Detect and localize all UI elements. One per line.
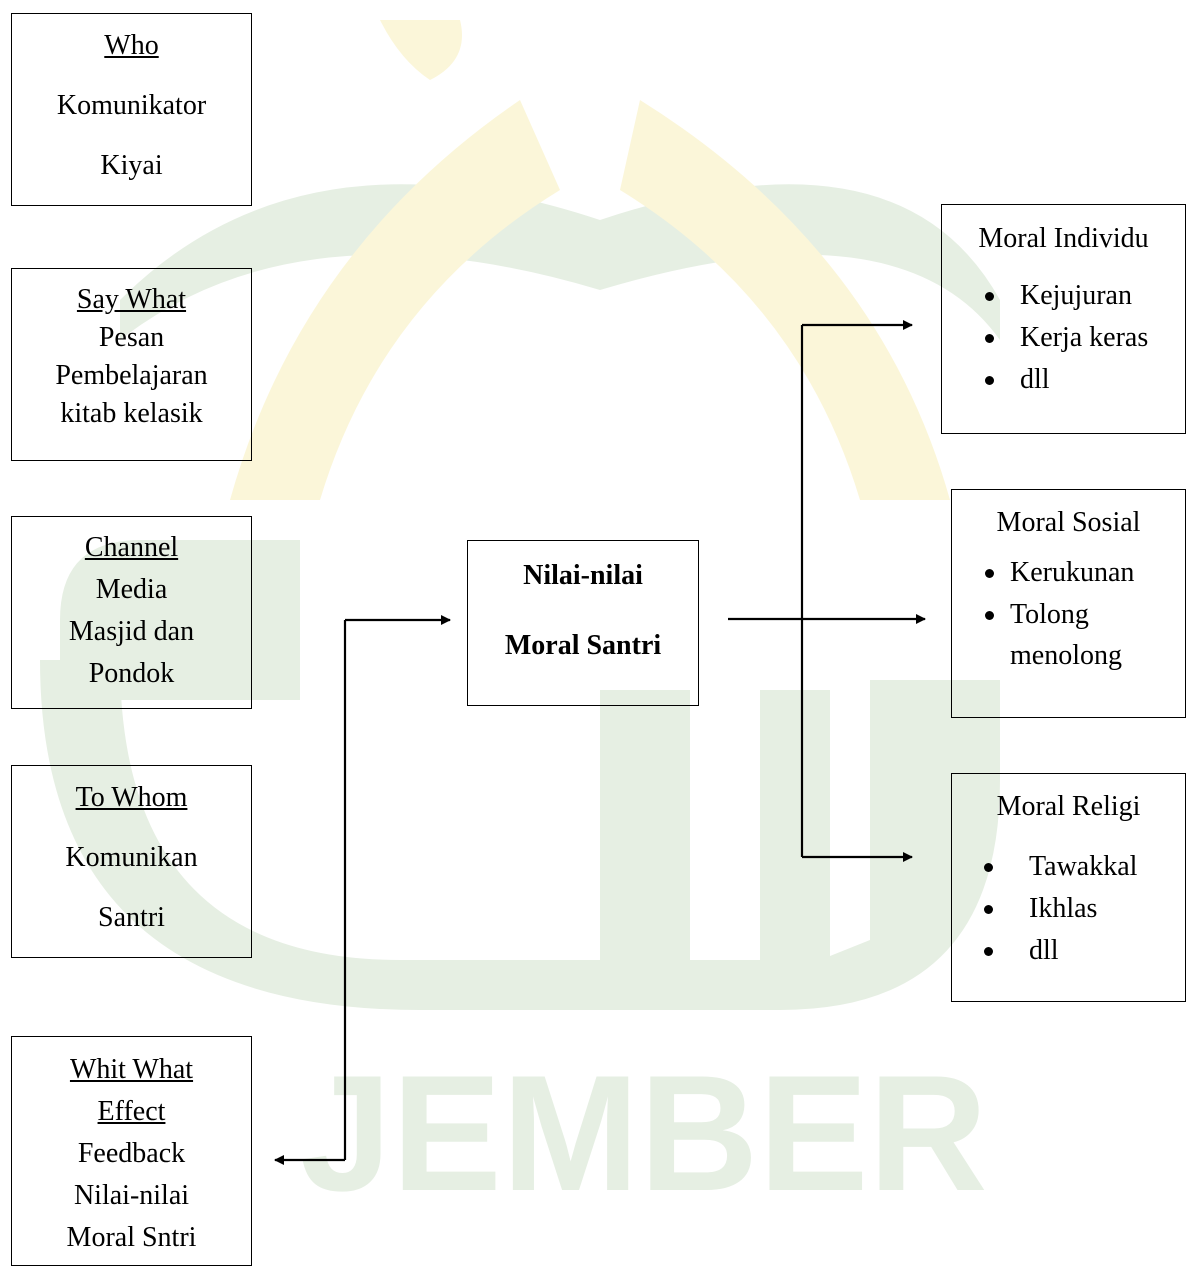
to-whom-box: To Whom Komunikan Santri <box>11 765 252 958</box>
say-what-line-3: kitab kelasik <box>60 398 203 429</box>
religi-item-1: Tawakkal <box>952 846 1185 888</box>
center-line-2: Moral Santri <box>504 630 662 661</box>
moral-sosial-list: Kerukunan Tolong menolong <box>952 552 1185 676</box>
moral-religi-title: Moral Religi <box>996 791 1141 822</box>
effect-heading-1: Whit What <box>69 1054 194 1085</box>
individu-item-3: dll <box>942 359 1185 401</box>
channel-line-3: Pondok <box>88 658 175 689</box>
to-whom-line-1: Komunikan <box>65 842 198 873</box>
effect-line-1: Feedback <box>77 1138 186 1169</box>
moral-religi-box: Moral Religi Tawakkal Ikhlas dll <box>951 773 1186 1002</box>
who-line-1: Komunikator <box>56 90 207 121</box>
center-box: Nilai-nilai Moral Santri <box>467 540 699 706</box>
moral-individu-title: Moral Individu <box>978 223 1149 254</box>
channel-line-1: Media <box>95 574 168 605</box>
individu-item-2: Kerja keras <box>942 317 1185 359</box>
to-whom-line-2: Santri <box>98 902 165 933</box>
sosial-item-3: menolong <box>1010 640 1122 671</box>
channel-heading: Channel <box>84 532 179 563</box>
channel-line-2: Masjid dan <box>68 616 195 647</box>
moral-individu-list: Kejujuran Kerja keras dll <box>942 275 1185 401</box>
say-what-line-1: Pesan <box>98 322 165 353</box>
moral-sosial-title: Moral Sosial <box>996 507 1141 538</box>
say-what-heading: Say What <box>76 284 187 315</box>
effect-line-3: Moral Sntri <box>66 1222 197 1253</box>
to-whom-heading: To Whom <box>75 782 188 813</box>
moral-individu-box: Moral Individu Kejujuran Kerja keras dll <box>941 204 1186 434</box>
effect-line-2: Nilai-nilai <box>73 1180 190 1211</box>
religi-item-2: Ikhlas <box>952 888 1185 930</box>
moral-sosial-box: Moral Sosial Kerukunan Tolong menolong <box>951 489 1186 718</box>
sosial-item-1: Kerukunan <box>952 552 1185 594</box>
who-line-2: Kiyai <box>100 150 163 181</box>
individu-item-1: Kejujuran <box>942 275 1185 317</box>
who-heading: Who <box>104 30 159 61</box>
center-line-1: Nilai-nilai <box>523 560 643 591</box>
watermark-text: JEMBER <box>300 1041 988 1225</box>
channel-box: Channel Media Masjid dan Pondok <box>11 516 252 709</box>
who-box: Who Komunikator Kiyai <box>11 13 252 206</box>
say-what-line-2: Pembelajaran <box>55 360 208 391</box>
effect-box: Whit What Effect Feedback Nilai-nilai Mo… <box>11 1036 252 1266</box>
moral-religi-list: Tawakkal Ikhlas dll <box>952 846 1185 972</box>
say-what-box: Say What Pesan Pembelajaran kitab kelasi… <box>11 268 252 461</box>
effect-heading-2: Effect <box>97 1096 166 1127</box>
religi-item-3: dll <box>952 930 1185 972</box>
sosial-item-2: Tolong <box>952 594 1185 636</box>
